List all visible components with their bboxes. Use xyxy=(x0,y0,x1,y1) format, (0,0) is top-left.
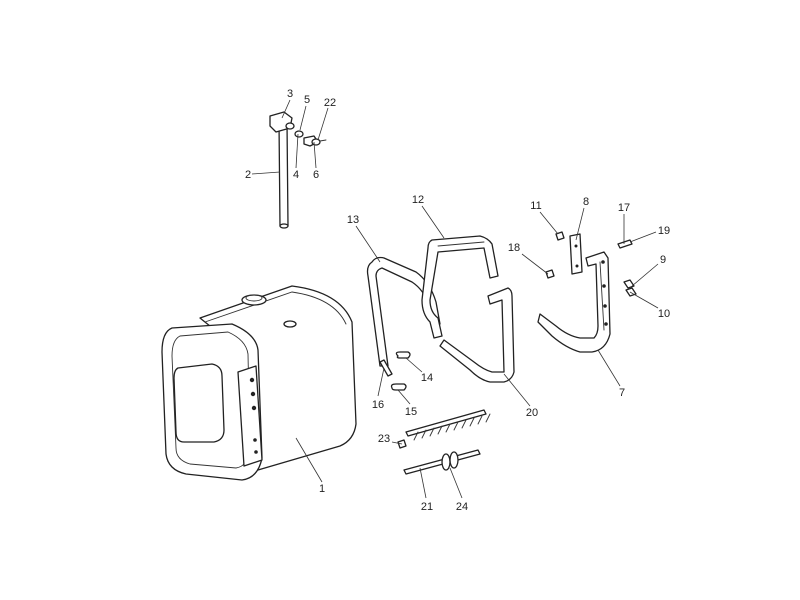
fuel-sender-assembly xyxy=(269,111,327,229)
callout-24: 24 xyxy=(456,501,468,513)
clip-15 xyxy=(390,383,407,391)
callout-labels: 1 2 3 4 5 6 7 8 9 10 11 12 13 14 15 16 1… xyxy=(245,88,670,513)
callout-3: 3 xyxy=(287,88,293,100)
clip-14 xyxy=(395,351,411,359)
callout-14: 14 xyxy=(421,372,433,384)
callout-20: 20 xyxy=(526,407,538,419)
callout-11: 11 xyxy=(530,200,541,212)
strap-13 xyxy=(366,256,441,377)
callout-13: 13 xyxy=(347,214,359,226)
mounting-bracket xyxy=(537,231,637,353)
callout-9: 9 xyxy=(660,254,666,266)
callout-4: 4 xyxy=(293,169,299,181)
callout-23: 23 xyxy=(378,433,390,445)
callout-22: 22 xyxy=(324,97,336,109)
strap-12 xyxy=(421,235,499,339)
rod-assembly xyxy=(397,409,491,475)
callout-12: 12 xyxy=(412,194,424,206)
callout-10: 10 xyxy=(658,308,670,320)
leader-lines xyxy=(251,99,659,499)
callout-8: 8 xyxy=(583,196,589,208)
callout-21: 21 xyxy=(421,501,433,513)
fuel-tank xyxy=(161,285,357,481)
callout-18: 18 xyxy=(508,242,520,254)
callout-15: 15 xyxy=(405,406,417,418)
callout-17: 17 xyxy=(618,202,630,214)
callout-16: 16 xyxy=(372,399,384,411)
callout-7: 7 xyxy=(619,387,625,399)
callout-1: 1 xyxy=(319,483,325,495)
strap-20 xyxy=(439,287,515,383)
callout-6: 6 xyxy=(313,169,319,181)
callout-5: 5 xyxy=(304,94,310,106)
callout-19: 19 xyxy=(658,225,670,237)
callout-2: 2 xyxy=(245,169,251,181)
